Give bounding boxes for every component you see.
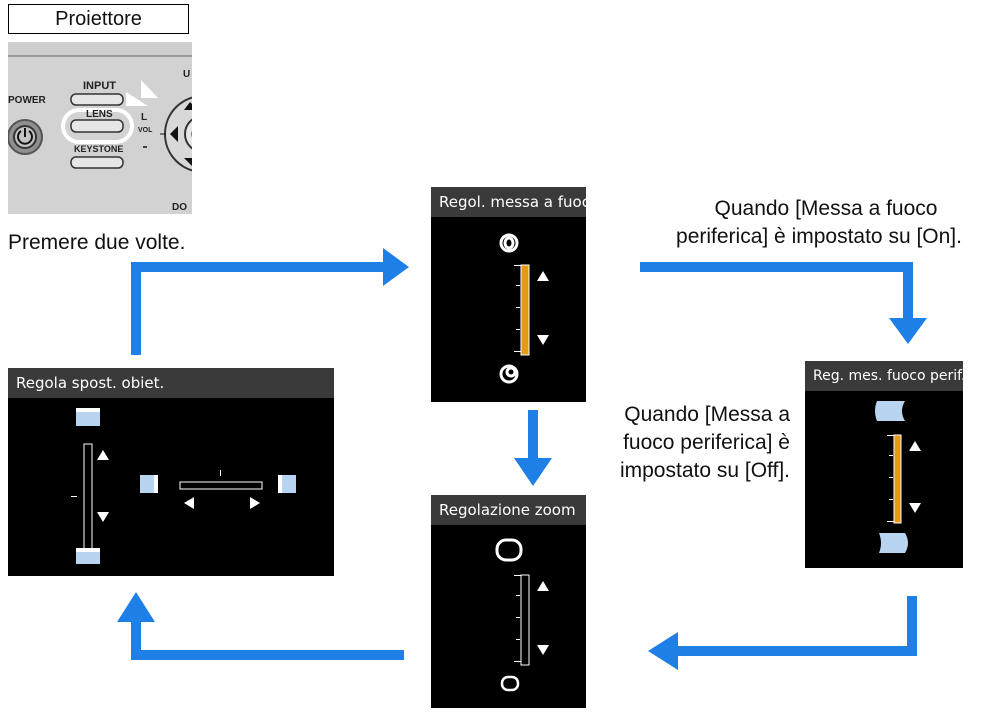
shift-left-icon bbox=[140, 475, 158, 493]
lens-shift-graphic bbox=[71, 408, 296, 564]
arrow-shift-up-segment bbox=[131, 262, 141, 355]
lens-label: LENS bbox=[86, 109, 113, 120]
focus-down-arrow bbox=[537, 335, 549, 345]
press-twice-instruction: Premere due volte. bbox=[8, 231, 186, 254]
arrow-zoom-left-segment bbox=[131, 650, 404, 660]
zoom-screen-title: Regolazione zoom bbox=[431, 495, 586, 525]
shift-vertical-track bbox=[83, 443, 93, 551]
shift-right-icon bbox=[278, 475, 296, 493]
arrow-to-focus-segment bbox=[131, 262, 386, 272]
zoom-tele-icon bbox=[495, 538, 523, 562]
arrow-to-focus-head bbox=[383, 248, 409, 286]
zoom-up-arrow bbox=[537, 581, 549, 591]
lens-shift-screen: Regola spost. obiet. bbox=[8, 368, 334, 576]
shift-right-arrow bbox=[250, 497, 260, 509]
peripheral-top-icon bbox=[875, 401, 905, 421]
projector-control-panel: POWER INPUT LENS KEYSTONE L VOL U DO bbox=[8, 42, 192, 214]
zoom-down-arrow bbox=[537, 645, 549, 655]
arrow-focus-right-segment bbox=[640, 262, 913, 272]
note-on-line2: periferica] è impostato su [On]. bbox=[676, 225, 962, 248]
peripheral-focus-screen: Reg. mes. fuoco perif. bbox=[805, 361, 963, 568]
vol-l-label: L bbox=[141, 112, 148, 123]
zoom-wide-icon bbox=[500, 675, 520, 692]
input-label: INPUT bbox=[83, 80, 116, 92]
arrow-to-zoom-left-segment bbox=[675, 646, 917, 656]
vol-label: VOL bbox=[138, 127, 153, 134]
focus-screen-title: Regol. messa a fuoco bbox=[431, 187, 586, 217]
shift-left-arrow bbox=[184, 497, 194, 509]
shift-center-tick bbox=[220, 470, 221, 476]
arrow-focus-down-segment bbox=[528, 410, 538, 462]
arrow-to-shift-head bbox=[117, 592, 155, 622]
control-panel-illustration bbox=[8, 80, 192, 172]
zoom-screen: Regolazione zoom bbox=[431, 495, 586, 708]
focus-slider-fill bbox=[520, 264, 530, 356]
shift-down-arrow bbox=[97, 512, 109, 522]
arrow-to-peripheral-head bbox=[889, 318, 927, 344]
shift-down-icon bbox=[76, 548, 100, 564]
peripheral-slider-graphic bbox=[875, 401, 921, 553]
peripheral-scale-ticks bbox=[887, 435, 894, 522]
shift-vertical-ticks bbox=[71, 496, 77, 497]
zoom-slider-graphic bbox=[495, 538, 549, 692]
lens-shift-title: Regola spost. obiet. bbox=[8, 368, 334, 398]
keystone-label: KEYSTONE bbox=[74, 144, 124, 154]
note-off-line2: fuoco periferica] è bbox=[623, 431, 790, 454]
zoom-scale-ticks bbox=[514, 575, 521, 662]
focus-up-arrow bbox=[537, 271, 549, 281]
arrow-down-to-peripheral-segment bbox=[903, 262, 913, 324]
peripheral-bottom-icon bbox=[879, 533, 908, 553]
down-label: DO bbox=[172, 202, 187, 213]
focus-scale-ticks bbox=[514, 265, 521, 352]
shift-up-icon bbox=[76, 408, 100, 426]
projector-label: Proiettore bbox=[8, 4, 189, 34]
focus-screen: Regol. messa a fuoco bbox=[431, 187, 586, 402]
arrow-to-zoom-head bbox=[514, 458, 552, 486]
peripheral-focus-title: Reg. mes. fuoco perif. bbox=[805, 361, 963, 391]
zoom-slider-track bbox=[520, 574, 530, 666]
up-label: U bbox=[183, 69, 191, 80]
arrow-to-zoom-left-head bbox=[648, 632, 678, 670]
focus-far-icon bbox=[499, 364, 519, 384]
note-off-line3: impostato su [Off]. bbox=[619, 459, 790, 482]
focus-near-icon bbox=[499, 233, 519, 253]
peripheral-up-arrow bbox=[909, 441, 921, 451]
shift-horizontal-track bbox=[179, 481, 263, 490]
panel-top-edge bbox=[8, 42, 192, 57]
arrow-up-to-shift-segment bbox=[131, 620, 141, 660]
note-off-line1: Quando [Messa a bbox=[624, 403, 790, 426]
focus-slider-graphic bbox=[499, 233, 549, 384]
power-label: POWER bbox=[8, 95, 46, 106]
arrow-peripheral-down-segment bbox=[907, 596, 917, 656]
shift-up-arrow bbox=[97, 450, 109, 460]
peripheral-slider-fill bbox=[893, 434, 902, 524]
note-on-line1: Quando [Messa a fuoco bbox=[714, 197, 938, 220]
peripheral-down-arrow bbox=[909, 503, 921, 513]
